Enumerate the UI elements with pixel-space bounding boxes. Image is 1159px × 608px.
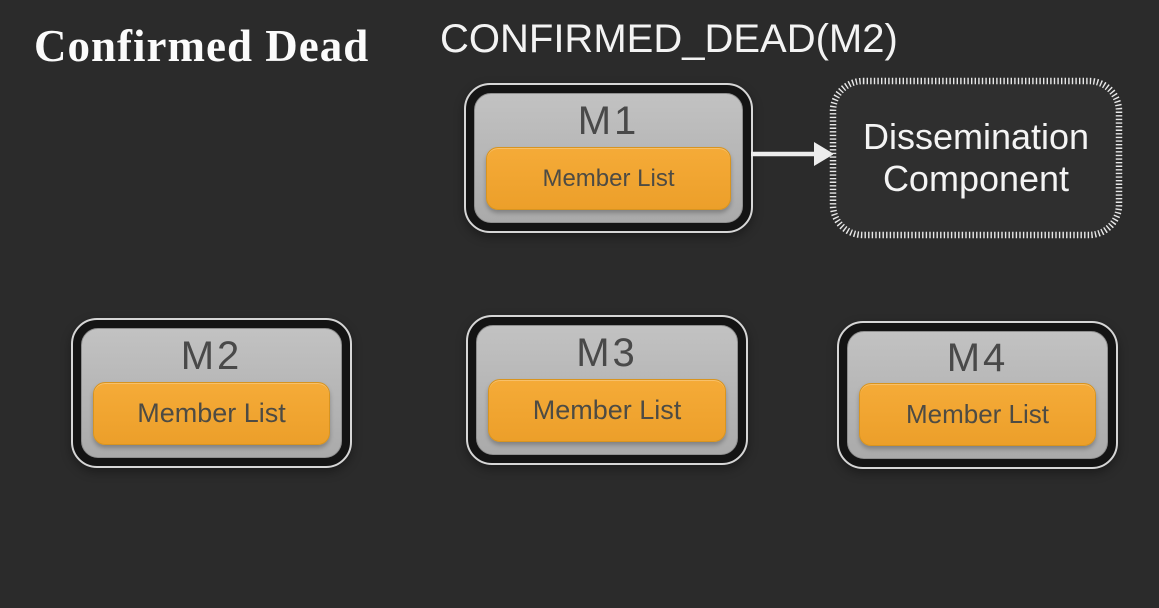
dissemination-component-label: Dissemination Component: [862, 115, 1090, 199]
node-m1-member-list: Member List: [486, 147, 731, 210]
node-m3-title: M3: [576, 331, 638, 375]
dissemination-component-box: Dissemination Component: [826, 74, 1126, 242]
node-m3-body: M3 Member List: [476, 325, 738, 455]
node-m4-body: M4 Member List: [847, 331, 1108, 459]
node-m4-title: M4: [946, 336, 1009, 380]
node-m1-title: M1: [577, 99, 640, 143]
node-m1: M1 Member List: [464, 83, 753, 233]
node-m2-title: M2: [180, 334, 243, 378]
node-m4: M4 Member List: [837, 321, 1118, 469]
node-m2-body: M2 Member List: [81, 328, 342, 458]
hatched-border: [829, 77, 1123, 239]
confirmed-dead-event-label: CONFIRMED_DEAD(M2): [440, 17, 898, 61]
node-m2: M2 Member List: [71, 318, 352, 468]
node-m4-member-list: Member List: [859, 383, 1096, 446]
node-m2-member-list: Member List: [93, 382, 330, 445]
node-m1-body: M1 Member List: [474, 93, 743, 223]
right-arrow-icon: [751, 142, 834, 166]
node-m3-member-list: Member List: [488, 379, 726, 442]
node-m3: M3 Member List: [466, 315, 748, 465]
slide-title: Confirmed Dead: [34, 21, 370, 71]
